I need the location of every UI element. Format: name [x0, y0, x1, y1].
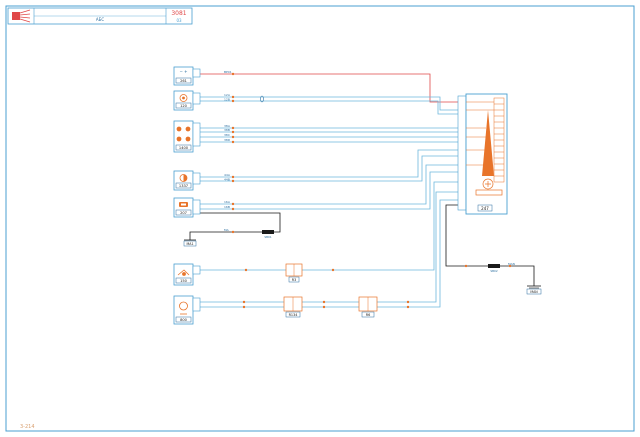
component-id: 261	[180, 79, 187, 83]
relay-id: R134	[289, 313, 298, 317]
component-261: − + 261	[173, 66, 201, 86]
wire-label: 44B	[224, 178, 230, 182]
splice-sb02: SB02	[488, 264, 500, 273]
wire-diag-b	[200, 171, 462, 210]
component-id: 1400	[179, 146, 189, 150]
controller-logic-triangle	[482, 110, 494, 176]
controller-id: 247	[481, 206, 489, 211]
wire-lamp-b	[200, 100, 462, 115]
component-207: 207	[173, 197, 201, 218]
splice-id: SB01	[264, 235, 271, 239]
relay-r6: R6	[358, 296, 378, 318]
motor-pump-icon	[475, 178, 503, 196]
wires	[189, 73, 535, 308]
splice-sb01: SB01	[262, 230, 274, 239]
wire-labels: BP01 12A 12B 38A 38B 38C 38D 44A 44B 16A…	[224, 70, 515, 266]
battery-icon: − +	[180, 69, 188, 74]
relay-id: R3	[292, 278, 297, 282]
relay-id: R6	[366, 313, 371, 317]
component-1337: 1337	[173, 170, 201, 191]
wheel-sensors-icon	[176, 126, 191, 142]
wire-relay-a	[200, 191, 462, 303]
ground-man: MAN	[526, 285, 542, 295]
wire-battery-supply	[200, 73, 462, 103]
brake-lamp-icon	[179, 174, 188, 182]
sheet-frame	[5, 5, 635, 432]
wire-diag-ground	[189, 212, 281, 240]
controller-internal-bus	[466, 97, 505, 183]
wire-label: MA	[224, 228, 230, 232]
wire-label: BP01	[224, 70, 232, 74]
wire-label: 44A	[224, 173, 231, 177]
connector-logo-icon	[12, 9, 31, 23]
wire-markers	[231, 72, 512, 309]
twisted-pair-marker	[260, 95, 264, 103]
wire-relay-b	[200, 199, 462, 308]
component-id: 1337	[179, 184, 188, 188]
wire-brake-a	[200, 149, 462, 178]
component-id: 120	[180, 104, 188, 108]
wire-label: 38B	[224, 128, 230, 132]
relay-box-icon	[179, 301, 188, 315]
wire-label: 12B	[224, 98, 230, 102]
ignition-switch-icon	[177, 269, 190, 276]
controller-247: 247	[457, 93, 508, 215]
ground-icon: MAN	[530, 290, 538, 294]
wire-ignition	[200, 181, 462, 271]
title-subcode: 03	[176, 18, 182, 23]
component-150: 150	[173, 263, 201, 286]
wire-lamp-a	[200, 96, 462, 111]
title-code: 3081	[171, 10, 186, 17]
wire-brake-b	[200, 155, 462, 182]
wire-label: 38D	[224, 138, 231, 142]
wire-label: 38C	[224, 133, 230, 137]
component-id: 800	[180, 318, 188, 322]
title-text: АБС	[96, 17, 104, 22]
component-120: 120	[173, 90, 201, 111]
wire-label: 12A	[224, 93, 231, 97]
wire-diag-a	[200, 164, 462, 205]
wire-label: 16B	[224, 205, 230, 209]
component-id: 207	[180, 211, 187, 215]
title-block: АБС 3081 03	[7, 7, 193, 25]
wire-ecu-ground	[445, 204, 535, 286]
relay-r134: R134	[283, 296, 303, 318]
page-reference: 3-214	[20, 424, 35, 430]
component-id: 150	[180, 279, 188, 283]
abs-lamp-icon	[179, 94, 188, 102]
component-1400: 1400	[173, 120, 201, 153]
ground-icon: MA1	[187, 242, 194, 246]
wire-label: 38A	[224, 124, 231, 128]
ground-ma1: MA1	[183, 239, 197, 247]
component-800: 800	[173, 295, 201, 325]
wire-label: MAN	[508, 262, 515, 266]
wire-label: 16A	[224, 200, 231, 204]
diagnostic-socket-icon	[179, 202, 188, 207]
relay-r3: R3	[285, 263, 303, 283]
splice-id: SB02	[490, 269, 497, 273]
